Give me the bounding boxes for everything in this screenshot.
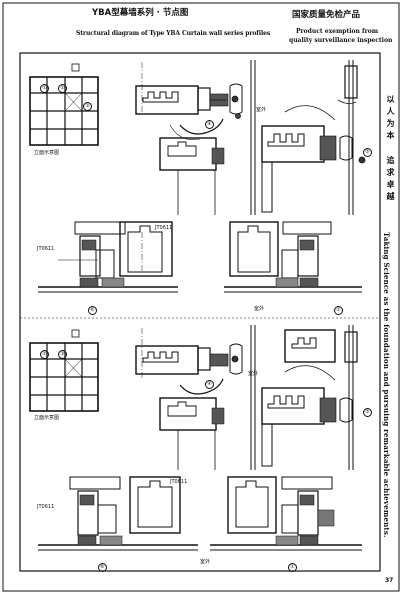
sidebar-slogan-en: Taking Science as the foundation and pur… bbox=[382, 232, 391, 538]
callout-6: ⑥ bbox=[88, 306, 97, 315]
callout-9: ③ bbox=[58, 350, 67, 359]
sidebar-slogan-2: 追求卓越 bbox=[386, 156, 395, 204]
certification-line-1: Product exemption from bbox=[296, 28, 379, 35]
profile-code-3: JT0611 bbox=[37, 504, 55, 510]
sidebar-slogan-1: 以人为本 bbox=[386, 95, 395, 143]
callout-12: ⑥ bbox=[98, 563, 107, 572]
outdoor-label-1: 室外 bbox=[256, 107, 267, 113]
detail-node-7 bbox=[38, 476, 198, 551]
elevation-label-top: 立面示意图 bbox=[34, 150, 60, 156]
detail-node-8 bbox=[210, 476, 362, 551]
callout-8: ② bbox=[40, 350, 49, 359]
callout-13: ① bbox=[288, 563, 297, 572]
callout-1: ① bbox=[40, 84, 49, 93]
detail-node-4 bbox=[224, 221, 362, 293]
detail-node-2 bbox=[261, 60, 366, 215]
outdoor-label-4: 室外 bbox=[200, 559, 211, 565]
page-number: 37 bbox=[385, 577, 394, 584]
detail-node-1 bbox=[135, 60, 256, 215]
drawing-title-en: Structural diagram of Type YBA Curtain w… bbox=[76, 30, 271, 37]
certification-line-2: quality surveillance inspection bbox=[289, 37, 393, 44]
elevation-label-bottom: 立面示意图 bbox=[34, 415, 60, 421]
callout-2: ② bbox=[58, 84, 67, 93]
callout-11: ⑤ bbox=[363, 408, 372, 417]
profile-code-2: JT0611 bbox=[155, 225, 173, 231]
elevation-grid-bottom bbox=[29, 329, 99, 412]
callout-10: ④ bbox=[205, 380, 214, 389]
detail-node-6 bbox=[261, 325, 358, 470]
detail-node-5 bbox=[135, 325, 256, 470]
outdoor-label-3: 室外 bbox=[248, 371, 259, 377]
callout-4: ④ bbox=[205, 120, 214, 129]
drawing-frame bbox=[19, 52, 381, 572]
detail-node-3 bbox=[38, 221, 178, 293]
certification-title-cn: 国家质量免检产品 bbox=[292, 10, 361, 20]
drawing-title-cn: YBA型幕墙系列 · 节点图 bbox=[92, 8, 189, 18]
callout-7: ① bbox=[334, 306, 343, 315]
profile-code-4: JT0611 bbox=[170, 479, 188, 485]
callout-5: ⑤ bbox=[363, 148, 372, 157]
profile-code-1: JT0611 bbox=[37, 246, 55, 252]
callout-3: ③ bbox=[83, 102, 92, 111]
outdoor-label-2: 室外 bbox=[254, 306, 265, 312]
